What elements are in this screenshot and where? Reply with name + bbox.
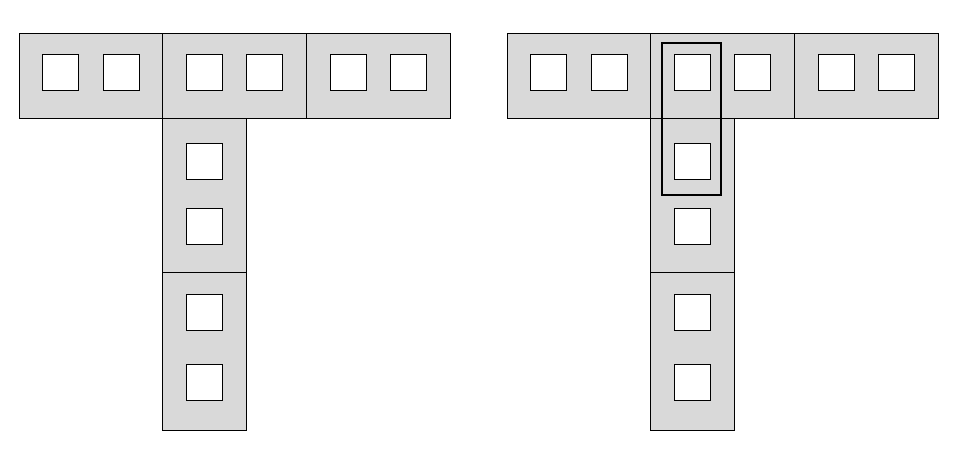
block-horizontal	[650, 33, 795, 119]
cell-square	[390, 54, 427, 91]
cell-square	[186, 364, 223, 401]
cell-square	[591, 54, 628, 91]
cell-square	[674, 364, 711, 401]
cell-square	[246, 54, 283, 91]
cell-square	[818, 54, 855, 91]
cell-square	[530, 54, 567, 91]
cell-square	[186, 294, 223, 331]
cell-square	[330, 54, 367, 91]
cell-square	[186, 208, 223, 245]
block-horizontal	[19, 33, 163, 119]
block-horizontal	[507, 33, 651, 119]
block-vertical	[162, 118, 247, 273]
block-horizontal	[794, 33, 939, 119]
cell-square	[674, 208, 711, 245]
block-horizontal	[162, 33, 307, 119]
cell-square	[103, 54, 140, 91]
highlight-outline	[661, 42, 722, 196]
t-shape-right	[507, 33, 939, 431]
cell-square	[734, 54, 771, 91]
cell-square	[674, 54, 711, 91]
t-shape-left	[19, 33, 451, 431]
cell-square	[186, 143, 223, 180]
cell-square	[186, 54, 223, 91]
cell-square	[878, 54, 915, 91]
cell-square	[674, 294, 711, 331]
block-horizontal	[306, 33, 451, 119]
cell-square	[42, 54, 79, 91]
cell-square	[674, 143, 711, 180]
